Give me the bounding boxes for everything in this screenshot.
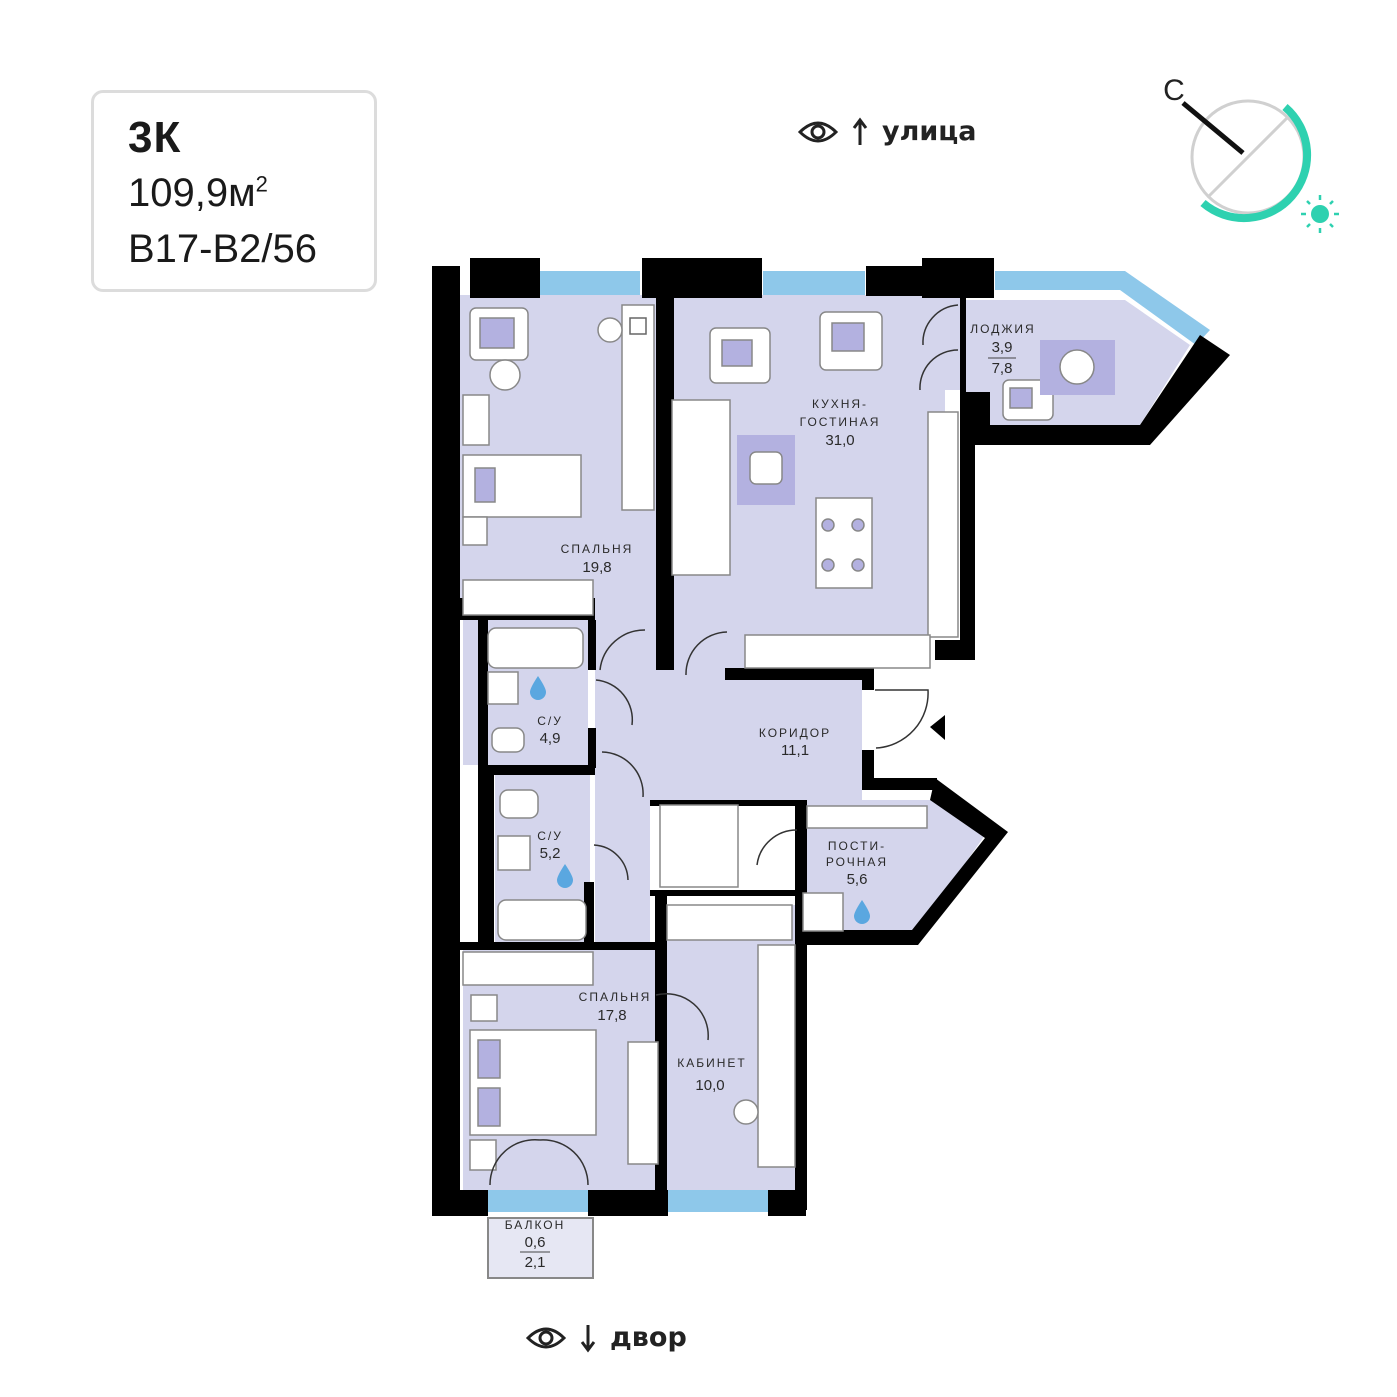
coffee-table-icon [749,451,783,485]
door-swing [655,992,709,1041]
door-swing [919,349,959,391]
room-area-kitchen: 31,0 [825,432,854,449]
loggia-table-icon [1059,349,1095,385]
room-name-balcony: БАЛКОН [505,1218,566,1232]
room-area-loggia: 3,9 [992,339,1013,356]
nightstand-icon [470,994,498,1022]
kitchen-counter-icon [927,411,959,638]
radiator-icon [462,579,594,616]
eye-icon [798,121,838,142]
room-area-balcony: 0,6 [525,1234,546,1251]
kitchen-appliances-icon [744,634,931,669]
water-drop-icon [854,900,870,924]
water-drop-icon [557,864,573,888]
arrow-down-icon [580,1324,596,1352]
room-area-corridor: 11,1 [781,742,809,759]
door-swing [756,829,798,866]
desk-icon [621,304,655,511]
doors [489,304,959,1186]
wardrobe-icon [627,1041,659,1165]
view-yard: двор [526,1322,687,1353]
room-name-kitchen-2: ГОСТИНАЯ [800,415,881,429]
room-name-kitchen-1: КУХНЯ- [812,397,868,411]
room-area-balcony-total: 2,1 [525,1254,546,1271]
view-street: улица [798,116,977,147]
nightstand-icon [469,1139,497,1171]
radiator-icon [462,951,594,986]
sink-icon [487,671,519,705]
arrow-up-icon [852,117,868,145]
room-area-bedroom-2: 17,8 [597,1007,626,1024]
toilet-icon [491,727,525,753]
room-name-laundry-1: ПОСТИ- [828,839,886,853]
room-name-bedroom-2: СПАЛЬНЯ [579,990,652,1004]
view-street-label: улица [882,116,977,147]
room-name-loggia: ЛОДЖИЯ [970,322,1035,336]
room-area-bedroom-1: 19,8 [582,559,611,576]
room-name-office: КАБИНЕТ [677,1056,747,1070]
room-area-office: 10,0 [695,1077,724,1094]
compass: С [1163,74,1339,233]
windows [488,271,1210,1212]
water-drops [530,676,870,924]
room-name-bath-2: С/У [537,829,563,843]
apartment-code: В17-В2/56 [128,227,318,271]
door-swing [685,631,728,676]
room-area-bath-1: 4,9 [540,730,561,747]
sun-icon [1301,195,1339,233]
room-name-bedroom-1: СПАЛЬНЯ [561,542,634,556]
apartment-area: 109,9м2 [128,171,268,216]
eye-icon [526,1327,566,1348]
wardrobe-icon [659,804,739,888]
washer-icon [802,892,844,932]
area-value: 109,9м [128,171,256,215]
radiator-icon [666,904,793,941]
door-swing [599,629,646,671]
area-unit-superscript: 2 [255,171,268,197]
room-name-corridor: КОРИДОР [759,726,831,740]
rooms-code: 3К [128,113,182,162]
room-area-loggia-total: 7,8 [992,360,1013,377]
nightstand-icon [462,516,488,546]
entrance-marker-icon [930,715,945,740]
balcony-door-swing [489,1138,589,1186]
dining-table-icon [815,497,873,589]
bathtub-icon [497,899,587,941]
view-yard-label: двор [610,1322,687,1353]
apartment-info-card: 3К 109,9м2 В17-В2/56 [91,90,377,292]
furniture [462,304,1115,1171]
chair-icon [597,317,623,343]
water-drop-icon [530,676,546,700]
shelf-icon [806,805,928,829]
door-swing [922,304,959,346]
room-labels: СПАЛЬНЯ 19,8 КУХНЯ- ГОСТИНАЯ 31,0 ЛОДЖИЯ… [505,322,1035,1271]
side-table-icon [489,359,521,391]
sofa-icon [671,399,731,576]
sink-icon [497,835,531,871]
room-area-bath-2: 5,2 [540,845,561,862]
entrance-door-swing [875,689,929,749]
door-swing [601,751,644,798]
compass-north-label: С [1163,74,1185,107]
chair-icon [733,1099,759,1125]
room-name-laundry-2: РОЧНАЯ [826,855,888,869]
desk-icon [757,944,796,1168]
bathtub-icon [487,627,584,669]
room-name-bath-1: С/У [537,714,563,728]
toilet-icon [499,789,539,819]
wardrobe-icon [462,394,490,446]
door-swing [595,679,634,726]
room-area-laundry: 5,6 [847,871,868,888]
door-swing [593,844,629,881]
